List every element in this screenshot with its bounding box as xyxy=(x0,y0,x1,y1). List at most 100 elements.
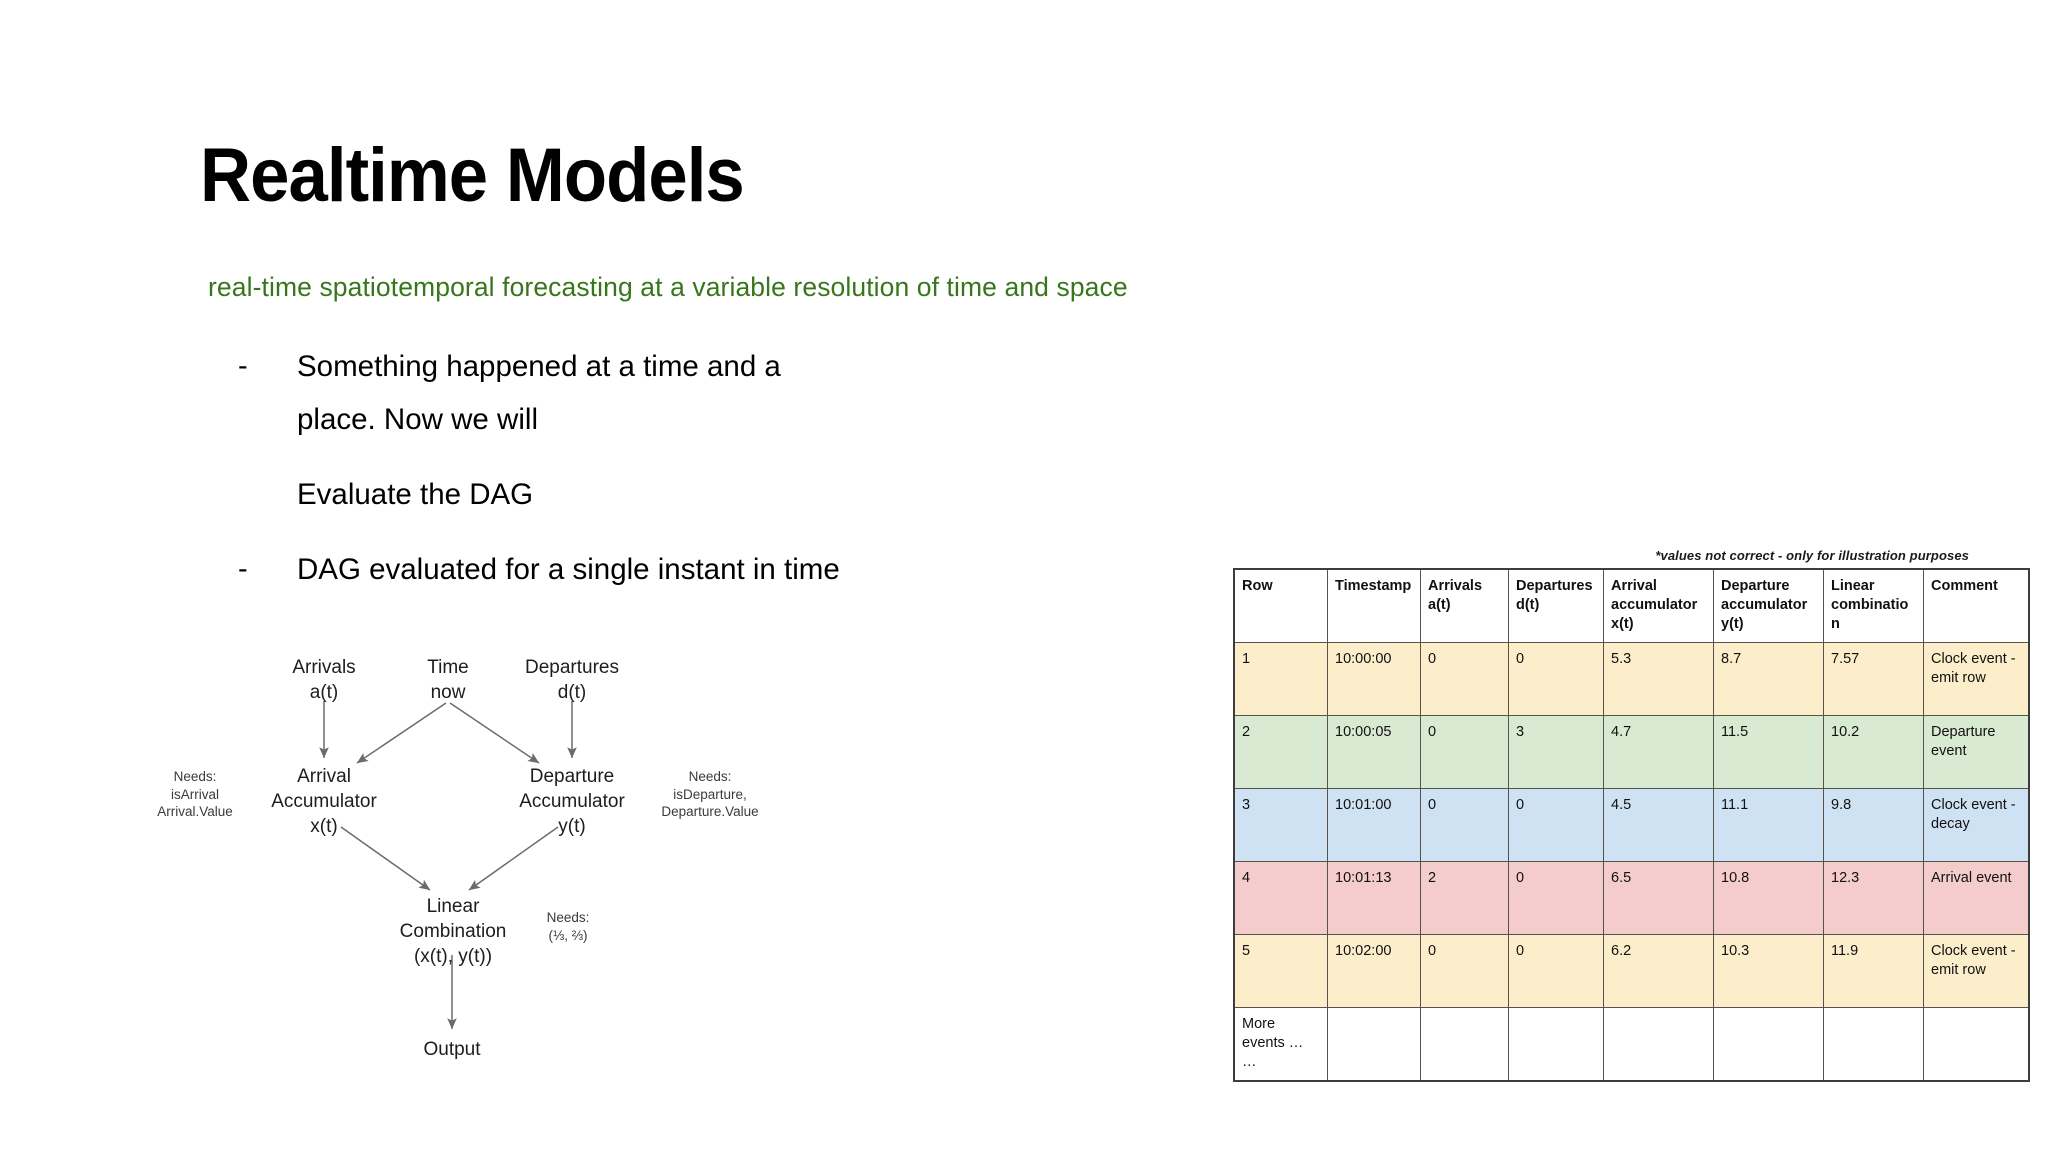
cell-linear-combination: 10.2 xyxy=(1823,715,1924,789)
dag-annotation-needs-departure: Needs: isDeparture, Departure.Value xyxy=(640,768,780,821)
cell-arrivals xyxy=(1420,1007,1509,1082)
dag-node-arrival-accumulator-line-3: x(t) xyxy=(310,816,338,838)
dag-node-time-now-line-1: Time xyxy=(427,657,469,678)
column-header-arrival-accumulator-line-3: x(t) xyxy=(1611,616,1634,633)
dag-annotation-needs-departure-line-1: Needs: xyxy=(688,769,732,784)
cell-departure-accumulator: 8.7 xyxy=(1713,642,1824,716)
cell-row: 3 xyxy=(1233,788,1328,862)
dag-node-arrivals-line-1: Arrivals xyxy=(292,657,356,678)
column-header-linear-combination: Linear combination xyxy=(1823,568,1924,643)
column-header-linear-combination-line-2: combination xyxy=(1831,597,1909,633)
cell-timestamp: 10:02:00 xyxy=(1327,934,1421,1008)
table-footnote: *values not correct - only for illustrat… xyxy=(1655,548,1969,563)
event-table-container: *values not correct - only for illustrat… xyxy=(1233,548,2030,1082)
dag-node-departures-line-2: d(t) xyxy=(557,682,587,704)
dag-node-time-now-line-2: now xyxy=(430,682,466,704)
dag-node-output: Output xyxy=(402,1037,502,1062)
table-row: More events … … xyxy=(1233,1007,2030,1082)
cell-departures: 3 xyxy=(1508,715,1604,789)
cell-arrival-accumulator: 6.5 xyxy=(1603,861,1714,935)
cell-timestamp: 10:01:00 xyxy=(1327,788,1421,862)
cell-arrival-accumulator: 4.7 xyxy=(1603,715,1714,789)
cell-departures: 0 xyxy=(1508,788,1604,862)
dag-annotation-needs-arrival-line-1: Needs: xyxy=(173,769,217,784)
dag-annotation-needs-weights-line-1: Needs: xyxy=(546,910,590,925)
column-header-arrivals-line-1: Arrivals xyxy=(1428,578,1483,594)
cell-comment: Clock event - emit row xyxy=(1923,642,2030,716)
cell-departures xyxy=(1508,1007,1604,1082)
dag-node-linear-combination-line-1: Linear xyxy=(426,896,480,917)
cell-timestamp: 10:01:13 xyxy=(1327,861,1421,935)
bullet-item-2: - DAG evaluated for a single instant in … xyxy=(238,543,998,596)
bullet-marker: - xyxy=(238,350,248,382)
column-header-departures-line-1: Departures xyxy=(1516,578,1593,594)
cell-arrivals: 0 xyxy=(1420,642,1509,716)
bullet-spacer-2 xyxy=(238,521,998,543)
column-header-arrival-accumulator: Arrival accumulator x(t) xyxy=(1603,568,1714,643)
cell-row: 2 xyxy=(1233,715,1328,789)
bullet-item-1-line-2: place. Now we will xyxy=(297,403,538,436)
cell-departures: 0 xyxy=(1508,861,1604,935)
table-header-row: Row Timestamp Arrivals a(t) Departures d… xyxy=(1233,568,2030,643)
cell-row: 1 xyxy=(1233,642,1328,716)
dag-node-departure-accumulator-line-3: y(t) xyxy=(558,816,586,838)
bullet-item-1: - Something happened at a time and a pla… xyxy=(238,340,998,446)
edge-timenow-to-arrival-accumulator xyxy=(356,702,447,764)
cell-linear-combination xyxy=(1823,1007,1924,1082)
cell-arrival-accumulator: 5.3 xyxy=(1603,642,1714,716)
column-header-arrival-accumulator-line-2: accumulator xyxy=(1611,597,1698,614)
dag-edges xyxy=(319,701,577,1030)
column-header-comment-label: Comment xyxy=(1931,578,1998,594)
bullet-item-1-line-1: Something happened at a time and a xyxy=(297,350,781,383)
cell-arrival-accumulator: 4.5 xyxy=(1603,788,1714,862)
cell-departures: 0 xyxy=(1508,642,1604,716)
cell-comment: Departure event xyxy=(1923,715,2030,789)
cell-arrivals: 2 xyxy=(1420,861,1509,935)
cell-comment: Clock event - decay xyxy=(1923,788,2030,862)
slide-subtitle: real-time spatiotemporal forecasting at … xyxy=(208,272,1128,302)
dag-node-arrival-accumulator-line-1: Arrival xyxy=(297,766,351,787)
cell-arrival-accumulator: 6.2 xyxy=(1603,934,1714,1008)
bullet-spacer xyxy=(238,446,998,468)
column-header-arrivals: Arrivals a(t) xyxy=(1420,568,1509,643)
column-header-linear-combination-line-1: Linear xyxy=(1831,578,1875,594)
column-header-arrival-accumulator-line-1: Arrival xyxy=(1611,578,1657,594)
cell-departure-accumulator: 10.8 xyxy=(1713,861,1824,935)
cell-arrivals: 0 xyxy=(1420,715,1509,789)
dag-annotation-needs-arrival: Needs: isArrival Arrival.Value xyxy=(130,768,260,821)
dag-annotation-needs-weights-line-2: (⅓, ⅔) xyxy=(548,927,588,943)
dag-node-arrivals: Arrivals a(t) xyxy=(274,655,374,705)
cell-timestamp xyxy=(1327,1007,1421,1082)
column-header-row: Row xyxy=(1233,568,1328,643)
dag-node-arrival-accumulator: Arrival Accumulator x(t) xyxy=(257,764,391,839)
edge-timenow-to-departure-accumulator xyxy=(449,702,540,764)
cell-comment: Clock event - emit row xyxy=(1923,934,2030,1008)
cell-linear-combination: 7.57 xyxy=(1823,642,1924,716)
dag-annotation-needs-arrival-line-3: Arrival.Value xyxy=(157,804,233,820)
dag-diagram: Arrivals a(t) Time now Departures d(t) A… xyxy=(157,655,980,1125)
bullet-item-2-line-1: DAG evaluated for a single instant in ti… xyxy=(297,553,840,586)
dag-node-time-now: Time now xyxy=(398,655,498,705)
column-header-departure-accumulator-line-3: y(t) xyxy=(1721,616,1744,633)
cell-timestamp: 10:00:05 xyxy=(1327,715,1421,789)
page-title: Realtime Models xyxy=(200,133,745,218)
dag-node-departures: Departures d(t) xyxy=(510,655,634,705)
bullet-item-1-body: Something happened at a time and a place… xyxy=(297,340,781,446)
cell-arrivals: 0 xyxy=(1420,788,1509,862)
column-header-comment: Comment xyxy=(1923,568,2030,643)
cell-linear-combination: 9.8 xyxy=(1823,788,1924,862)
cell-departure-accumulator xyxy=(1713,1007,1824,1082)
cell-departures: 0 xyxy=(1508,934,1604,1008)
cell-timestamp: 10:00:00 xyxy=(1327,642,1421,716)
cell-arrivals: 0 xyxy=(1420,934,1509,1008)
column-header-departure-accumulator-line-2: accumulator xyxy=(1721,597,1808,614)
cell-row: 5 xyxy=(1233,934,1328,1008)
dag-node-arrivals-line-2: a(t) xyxy=(309,682,339,704)
dag-node-output-line-1: Output xyxy=(423,1039,481,1060)
dag-annotation-needs-weights: Needs: (⅓, ⅔) xyxy=(523,909,613,944)
cell-comment xyxy=(1923,1007,2030,1082)
